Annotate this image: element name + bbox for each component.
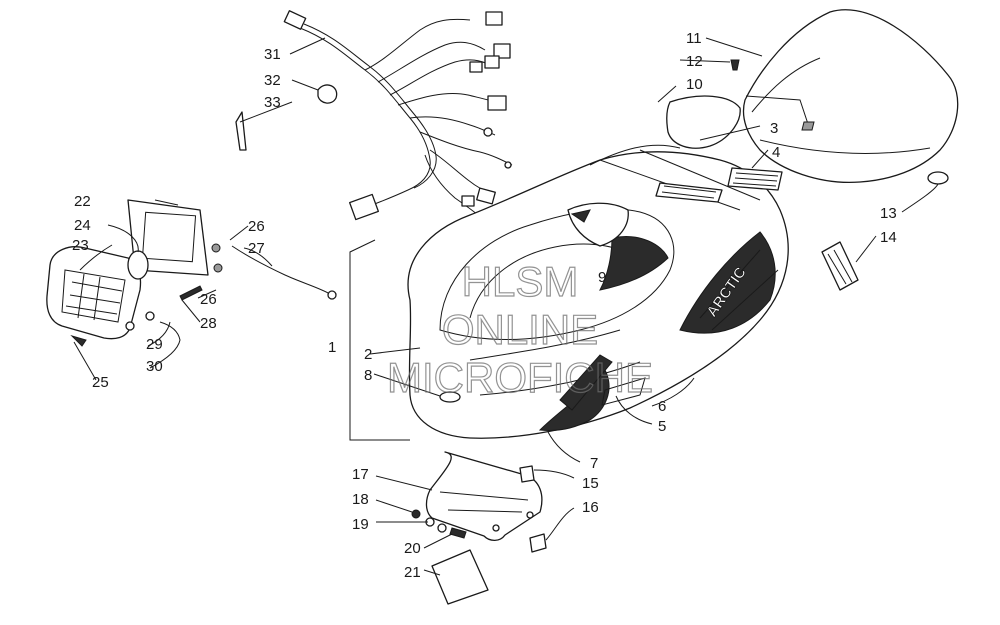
hood: ARCTIC <box>407 144 789 439</box>
callout-2: 2 <box>364 346 372 363</box>
callout-3: 3 <box>770 120 778 137</box>
hood-group-bracket <box>349 239 410 441</box>
callout-1: 1 <box>328 339 336 356</box>
callout-28: 28 <box>200 315 217 332</box>
ground-wire <box>231 245 331 295</box>
plate-21 <box>431 549 489 605</box>
hood-strap <box>821 241 859 291</box>
windshield-gasket <box>666 95 741 149</box>
callout-26-bottom: 26 <box>200 291 217 308</box>
callout-19: 19 <box>352 516 369 533</box>
callout-9: 9 <box>598 269 606 286</box>
callout-20: 20 <box>404 540 421 557</box>
callout-15: 15 <box>582 475 599 492</box>
callout-26-top: 26 <box>248 218 265 235</box>
harness-clip <box>317 84 338 104</box>
callout-29: 29 <box>146 336 163 353</box>
watermark: HLSM ONLINE MICROFICHE <box>386 257 653 401</box>
windshield <box>742 9 959 184</box>
clip-16 <box>529 533 547 553</box>
callout-31: 31 <box>264 46 281 63</box>
callout-14: 14 <box>880 229 897 246</box>
screw-20 <box>449 527 467 539</box>
callout-25: 25 <box>92 374 109 391</box>
callout-32: 32 <box>264 72 281 89</box>
callout-6: 6 <box>658 398 666 415</box>
watermark-line1: HLSM <box>462 258 579 305</box>
nut-18 <box>411 509 421 519</box>
cable-strap <box>235 111 247 151</box>
watermark-line2: ONLINE <box>442 306 598 353</box>
callout-16: 16 <box>582 499 599 516</box>
callout-22: 22 <box>74 193 91 210</box>
callout-33: 33 <box>264 94 281 111</box>
mount-bracket <box>425 451 543 542</box>
callout-18: 18 <box>352 491 369 508</box>
callout-23: 23 <box>72 237 89 254</box>
callout-10: 10 <box>686 76 703 93</box>
callout-7: 7 <box>590 455 598 472</box>
callout-21: 21 <box>404 564 421 581</box>
watermark-line3: MICROFICHE <box>387 354 653 401</box>
rivet-15 <box>519 465 535 483</box>
headlight-bulb <box>127 250 149 280</box>
windshield-grommet <box>927 171 949 185</box>
callout-30: 30 <box>146 358 163 375</box>
washer-19b <box>437 523 447 533</box>
callout-8: 8 <box>364 367 372 384</box>
callout-17: 17 <box>352 466 369 483</box>
callout-12: 12 <box>686 53 703 70</box>
headlight-mount-plate <box>127 199 209 276</box>
headlight-assembly <box>46 199 223 347</box>
callout-5: 5 <box>658 418 666 435</box>
callout-27: 27 <box>248 240 265 257</box>
leader-lines <box>73 37 939 576</box>
windshield-screw <box>730 59 740 71</box>
callout-13: 13 <box>880 205 897 222</box>
callout-24: 24 <box>74 217 91 234</box>
callout-11: 11 <box>686 30 702 47</box>
callout-labels: 1 2 3 4 5 6 7 8 9 10 11 12 13 14 15 16 1… <box>72 30 897 581</box>
callout-4: 4 <box>772 144 780 161</box>
adjust-screw <box>179 285 203 301</box>
wiring-harness <box>283 10 513 221</box>
